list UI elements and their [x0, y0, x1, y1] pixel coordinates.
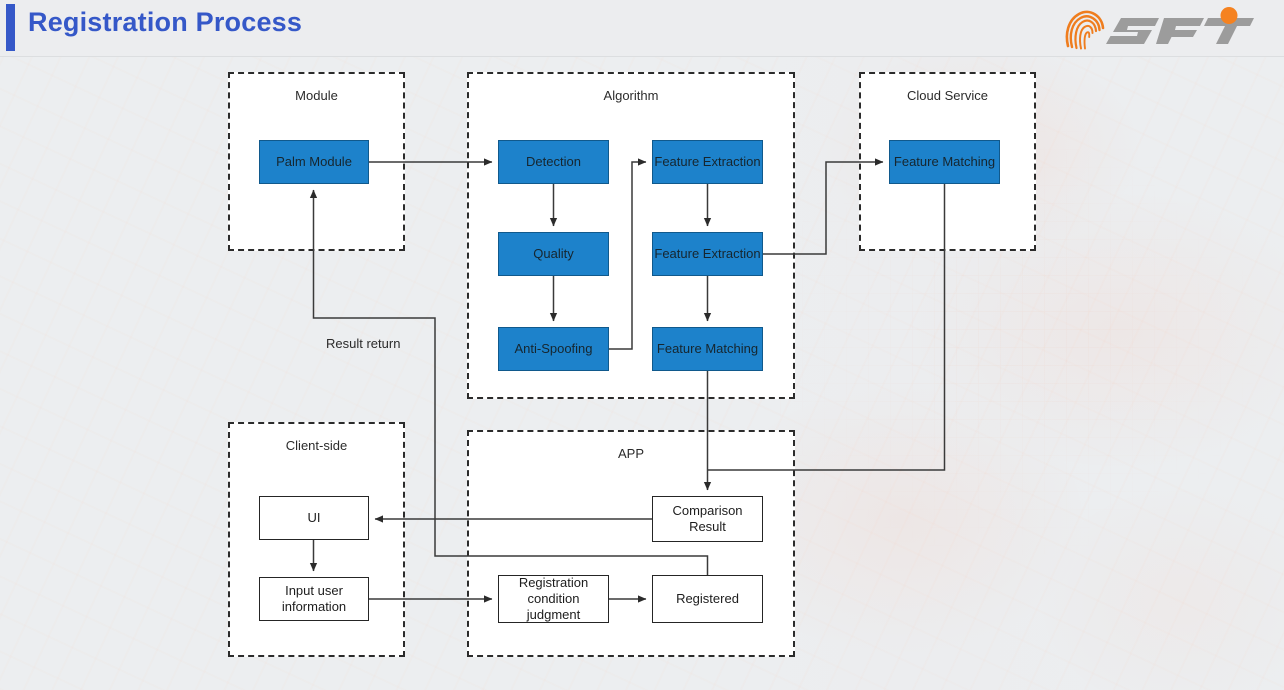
sft-logo-svg — [1065, 7, 1254, 50]
node-ui-label: UI — [307, 510, 321, 526]
node-registration-condition-judgment-label: Registration condition judgment — [518, 575, 589, 622]
node-registered[interactable]: Registered — [652, 575, 763, 623]
group-client-side-label: Client-side — [285, 438, 348, 453]
node-palm-module-label: Palm Module — [276, 154, 352, 170]
node-ui[interactable]: UI — [259, 496, 369, 540]
group-module-label: Module — [295, 88, 338, 103]
edge-label-result-return: Result return — [326, 336, 401, 351]
page-header: Registration Process — [0, 0, 1284, 57]
node-registration-condition-judgment[interactable]: Registration condition judgment — [498, 575, 609, 623]
logo-dot — [1220, 7, 1238, 24]
node-comparison-result[interactable]: Comparison Result — [652, 496, 763, 542]
node-feature-matching-algorithm[interactable]: Feature Matching — [652, 327, 763, 371]
node-feature-matching-cloud[interactable]: Feature Matching — [889, 140, 1000, 184]
title-accent-bar — [6, 4, 15, 51]
node-detection[interactable]: Detection — [498, 140, 609, 184]
group-algorithm-label: Algorithm — [603, 88, 659, 103]
node-feature-matching-cloud-label: Feature Matching — [893, 154, 996, 170]
sft-logo — [1058, 2, 1258, 54]
node-comparison-result-label: Comparison Result — [672, 503, 743, 534]
fingerprint-icon — [1065, 10, 1105, 50]
group-app-label: APP — [617, 446, 644, 461]
node-palm-module[interactable]: Palm Module — [259, 140, 369, 184]
node-registered-label: Registered — [676, 591, 739, 607]
node-feature-extraction-1[interactable]: Feature Extraction — [652, 140, 763, 184]
node-anti-spoofing-label: Anti-Spoofing — [514, 341, 593, 357]
node-anti-spoofing[interactable]: Anti-Spoofing — [498, 327, 609, 371]
node-feature-matching-algorithm-label: Feature Matching — [656, 341, 759, 357]
node-detection-label: Detection — [526, 154, 581, 170]
node-quality[interactable]: Quality — [498, 232, 609, 276]
node-feature-extraction-2[interactable]: Feature Extraction — [652, 232, 763, 276]
node-quality-label: Quality — [533, 246, 574, 262]
node-feature-extraction-1-label: Feature Extraction — [654, 154, 761, 170]
node-input-user-information[interactable]: Input user information — [259, 577, 369, 621]
page-title: Registration Process — [28, 7, 303, 37]
group-cloud-service-label: Cloud Service — [907, 88, 988, 103]
node-feature-extraction-2-label: Feature Extraction — [654, 246, 761, 262]
node-input-user-information-label: Input user information — [281, 583, 347, 614]
